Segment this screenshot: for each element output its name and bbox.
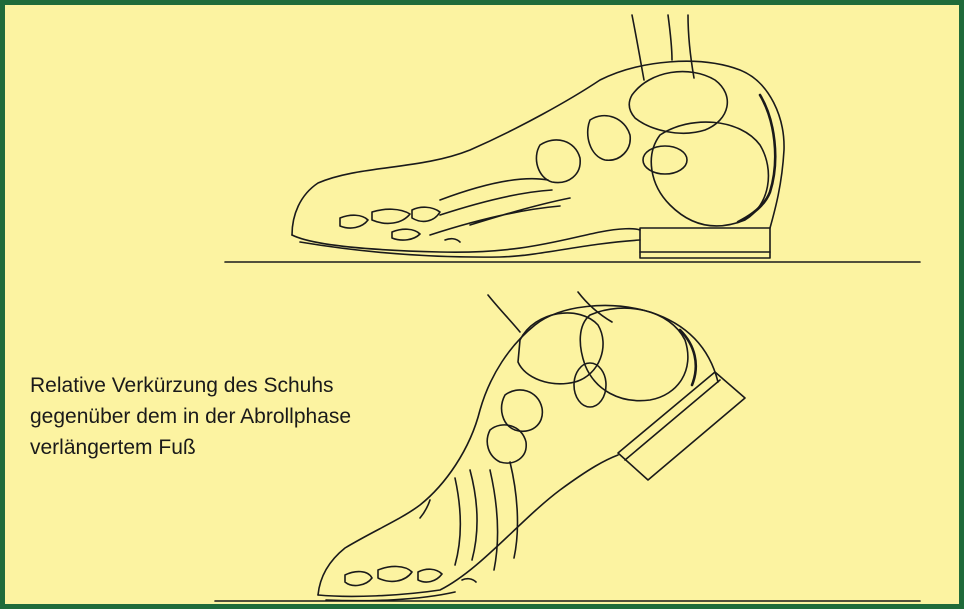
shin-bones-top	[632, 15, 694, 80]
talus-bottom	[518, 313, 603, 384]
heel-block-top	[640, 228, 770, 258]
caption-line-1: Relative Verkürzung des Schuhs	[30, 370, 470, 401]
shin-bones-bottom	[488, 292, 612, 332]
toe-phalanges-top	[340, 207, 440, 240]
talus-top	[629, 72, 727, 134]
caption-line-2: gegenüber dem in der Abrollphase	[30, 401, 470, 432]
heel-curve-top	[738, 95, 775, 222]
heel-block-bottom	[618, 372, 745, 480]
caption-text: Relative Verkürzung des Schuhs gegenüber…	[30, 370, 470, 463]
toe-phalanges-bottom	[345, 566, 442, 585]
caption-line-3: verlängertem Fuß	[30, 432, 470, 463]
metatarsals-bottom	[455, 462, 517, 570]
metatarsals-top	[430, 179, 570, 235]
shoe-sole-top	[292, 229, 640, 257]
flat-foot-drawing	[225, 15, 920, 262]
